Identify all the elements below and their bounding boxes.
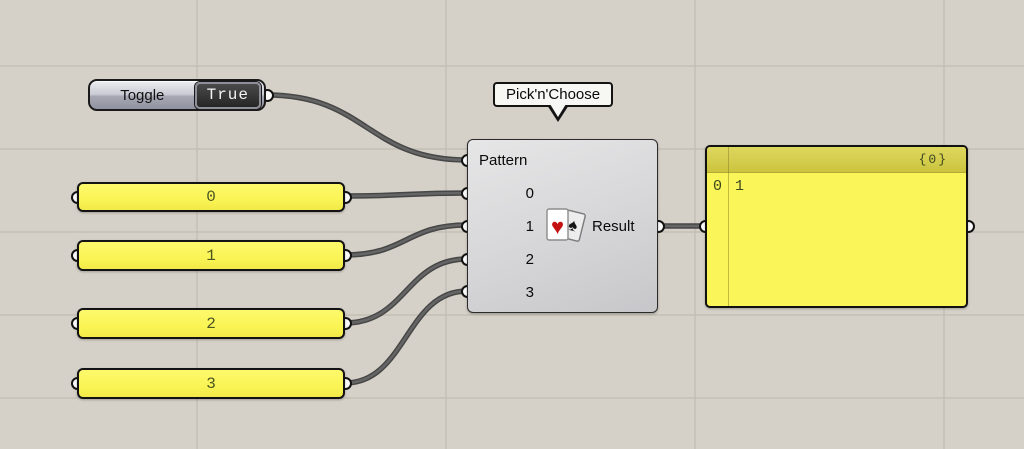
boolean-toggle[interactable]: Toggle True <box>88 79 266 111</box>
input-panel-1[interactable]: 1 <box>77 240 345 271</box>
wire-panel2-to-input2[interactable] <box>345 259 467 323</box>
wire-panel3-to-input3[interactable] <box>345 291 467 383</box>
panel-value: 3 <box>206 374 216 393</box>
input-panel-0[interactable]: 0 <box>77 182 345 212</box>
input-label-3: 3 <box>525 284 534 301</box>
index-column-divider <box>728 147 729 306</box>
input-panel-2[interactable]: 2 <box>77 308 345 339</box>
spade-glyph: ♠ <box>566 215 579 236</box>
row-value: 1 <box>735 178 745 195</box>
component-name: Pick'n'Choose <box>506 86 601 103</box>
input-label-pattern: Pattern <box>479 152 528 169</box>
component-nameplate: Pick'n'Choose <box>493 82 614 122</box>
wire-panel1-to-input1[interactable] <box>345 225 467 255</box>
row-index: 0 <box>712 178 722 195</box>
input-label-2: 2 <box>525 251 534 268</box>
panel-value: 2 <box>206 314 216 333</box>
data-path-header: {0} <box>707 147 966 173</box>
heart-glyph: ♥ <box>551 214 564 239</box>
toggle-label: Toggle <box>120 86 165 104</box>
input-label-1: 1 <box>525 218 534 235</box>
panel-value: 1 <box>206 246 216 265</box>
input-panel-3[interactable]: 3 <box>77 368 345 399</box>
wire-toggle-to-pattern[interactable] <box>267 95 467 160</box>
input-label-0: 0 <box>525 185 534 202</box>
playing-cards-icon: ♠ ♥ <box>546 208 586 242</box>
toggle-value[interactable]: True <box>194 81 261 109</box>
wire-panel0-to-input0[interactable] <box>345 193 467 196</box>
output-label-result: Result <box>592 218 635 235</box>
pick-n-choose-component[interactable]: Pattern 0 1 2 3 ♠ ♥ Result <box>467 139 658 313</box>
panel-value: 0 <box>206 188 216 206</box>
